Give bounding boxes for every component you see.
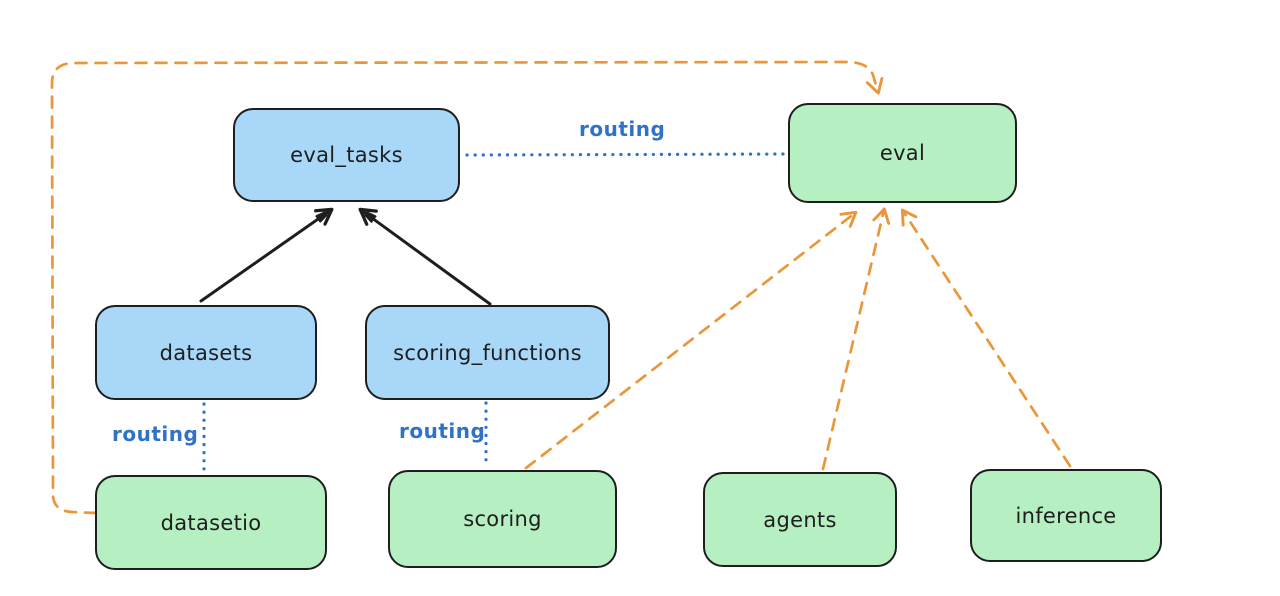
edge-eval-tasks-to-eval-routing bbox=[465, 152, 788, 157]
node-label: agents bbox=[763, 507, 837, 532]
edge-agents-to-eval bbox=[821, 207, 891, 471]
node-label: eval_tasks bbox=[290, 143, 403, 167]
node-datasetio: datasetio bbox=[95, 475, 327, 570]
node-label: datasetio bbox=[160, 510, 262, 535]
edge-datasets-to-eval-tasks bbox=[199, 210, 331, 303]
edge-label-routing-eval-tasks-eval: routing bbox=[579, 117, 666, 141]
node-label: scoring bbox=[463, 507, 542, 531]
edge-scoring-functions-to-eval-tasks bbox=[361, 210, 492, 306]
node-scoring-functions: scoring_functions bbox=[365, 305, 610, 400]
node-label: inference bbox=[1015, 503, 1117, 528]
node-inference: inference bbox=[970, 469, 1162, 562]
edge-label-routing-datasets-datasetio: routing bbox=[112, 422, 199, 446]
node-label: datasets bbox=[159, 340, 253, 365]
node-eval-tasks: eval_tasks bbox=[233, 108, 460, 202]
node-eval: eval bbox=[788, 103, 1017, 203]
node-agents: agents bbox=[703, 472, 897, 567]
edge-inference-to-eval bbox=[900, 208, 1072, 468]
node-label: scoring_functions bbox=[393, 340, 582, 365]
node-scoring: scoring bbox=[388, 470, 617, 568]
edge-datasetio-to-eval bbox=[50, 60, 884, 515]
edge-label-routing-scoring-functions-scoring: routing bbox=[399, 419, 486, 443]
node-datasets: datasets bbox=[95, 305, 317, 400]
edge-scoring-to-eval bbox=[524, 210, 858, 470]
node-label: eval bbox=[879, 141, 926, 165]
